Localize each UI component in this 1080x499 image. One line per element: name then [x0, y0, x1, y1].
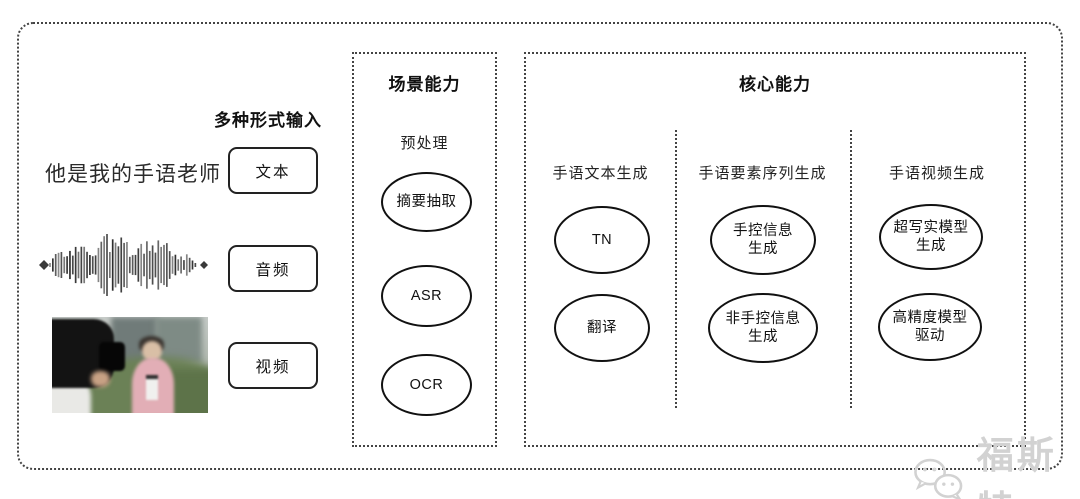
column-title-text-generation: 手语文本生成 [552, 165, 649, 182]
chat-bubbles-icon [914, 458, 963, 499]
input-type-video-box: 视频 [228, 342, 318, 389]
node-asr: ASR [381, 265, 472, 327]
photo-microphone-shape [145, 374, 159, 400]
input-type-audio-box: 音频 [228, 245, 318, 292]
scene-capability-box: 场景能力 预处理 摘要抽取 ASR OCR [352, 52, 497, 447]
node-translation: 翻译 [554, 294, 650, 362]
scene-box-title: 场景能力 [388, 75, 461, 94]
column-title-video-generation: 手语视频生成 [888, 165, 985, 182]
sample-sentence-text: 他是我的手语老师 [45, 163, 221, 186]
column-divider [675, 130, 677, 408]
photo-camera-lens-shape [98, 341, 126, 371]
photo-person-head-shape [141, 341, 162, 362]
node-hyperrealistic-model-generation: 超写实模型 生成 [879, 204, 983, 270]
photo-hand-shape [91, 370, 110, 388]
preprocess-label: 预处理 [400, 135, 449, 152]
column-title-element-sequence: 手语要素序列生成 [698, 165, 827, 182]
outer-dotted-frame [17, 22, 1063, 470]
audio-waveform-graphic [39, 234, 208, 296]
node-non-manual-info-generation: 非手控信息 生成 [708, 293, 818, 363]
node-manual-info-generation: 手控信息 生成 [710, 205, 816, 275]
node-summary-extraction: 摘要抽取 [381, 172, 472, 232]
core-box-title: 核心能力 [739, 75, 811, 94]
video-frame-image [52, 317, 208, 413]
input-forms-label: 多种形式输入 [214, 111, 322, 130]
node-high-precision-model-driving: 高精度模型 驱动 [878, 293, 982, 361]
core-capability-box: 核心能力 手语文本生成 TN 翻译 手语要素序列生成 手控信息 生成 非手控信息… [524, 52, 1026, 447]
watermark: 福斯特 [912, 425, 1080, 499]
input-type-text-box: 文本 [228, 147, 318, 194]
node-tn: TN [554, 206, 650, 274]
column-divider [850, 130, 852, 408]
node-ocr: OCR [381, 354, 472, 416]
watermark-text: 福斯特 [976, 435, 1057, 499]
